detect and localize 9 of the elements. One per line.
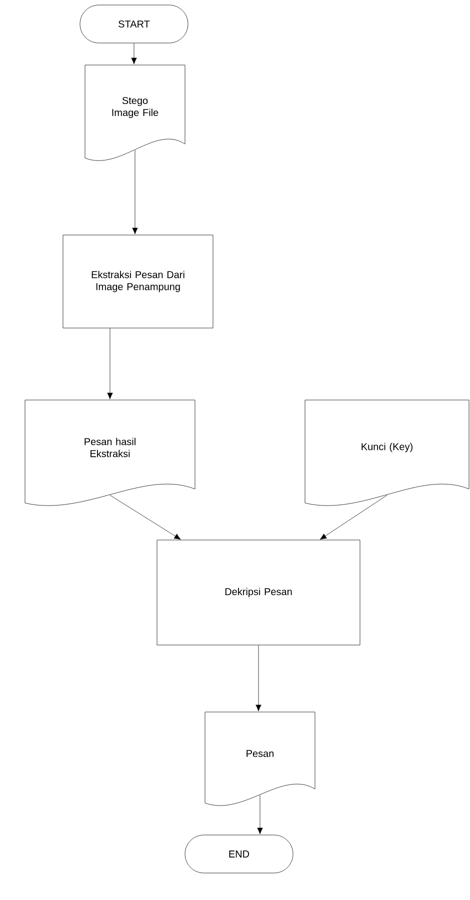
arrow — [131, 43, 137, 64]
arrow — [320, 495, 388, 540]
arrow — [257, 795, 263, 834]
process-box: Dekripsi Pesan — [156, 540, 360, 646]
arrow — [107, 328, 113, 400]
arrow — [256, 645, 262, 712]
process-box: Ekstraksi Pesan Dari Image Penampung — [62, 234, 214, 328]
arrow — [132, 150, 138, 234]
arrow — [110, 495, 181, 540]
